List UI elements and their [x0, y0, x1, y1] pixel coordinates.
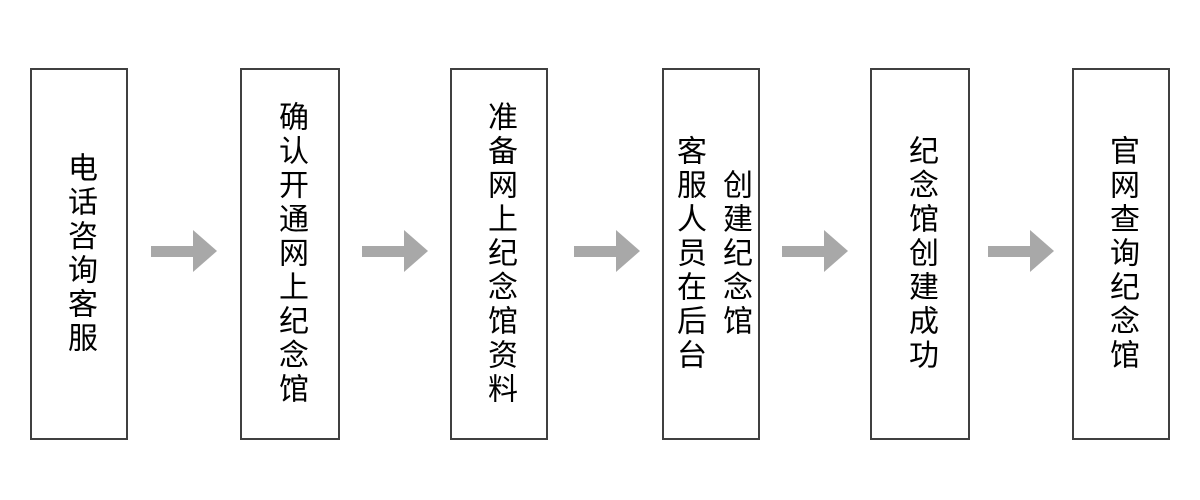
arrow-right-icon	[574, 230, 640, 272]
flow-step-1-label: 电话咨询客服	[63, 152, 96, 356]
arrow-right-icon	[362, 230, 428, 272]
arrow-head	[824, 230, 848, 272]
arrow-right-icon	[988, 230, 1054, 272]
flow-step-2-label: 确认开通网上纪念馆	[274, 101, 307, 407]
flow-step-5: 纪念馆创建成功	[870, 68, 970, 440]
flow-step-6: 官网查询纪念馆	[1072, 68, 1170, 440]
flow-step-2: 确认开通网上纪念馆	[240, 68, 340, 440]
arrow-head	[1030, 230, 1054, 272]
arrow-shaft	[782, 245, 824, 257]
flow-step-4-label-col1: 客服人员在后台	[672, 135, 705, 373]
flow-step-4: 客服人员在后台 创建纪念馆	[662, 68, 760, 440]
arrow-shaft	[362, 245, 404, 257]
arrow-shaft	[988, 245, 1030, 257]
arrow-head	[404, 230, 428, 272]
flow-step-1: 电话咨询客服	[30, 68, 128, 440]
arrow-shaft	[151, 245, 193, 257]
flow-step-4-label-col2: 创建纪念馆	[718, 169, 751, 339]
flow-step-3-label: 准备网上纪念馆资料	[483, 101, 516, 407]
arrow-shaft	[574, 245, 616, 257]
arrow-head	[616, 230, 640, 272]
flow-step-5-label: 纪念馆创建成功	[904, 135, 937, 373]
flow-step-3: 准备网上纪念馆资料	[450, 68, 548, 440]
flow-step-6-label: 官网查询纪念馆	[1105, 135, 1138, 373]
arrow-head	[193, 230, 217, 272]
arrow-right-icon	[151, 230, 217, 272]
arrow-right-icon	[782, 230, 848, 272]
